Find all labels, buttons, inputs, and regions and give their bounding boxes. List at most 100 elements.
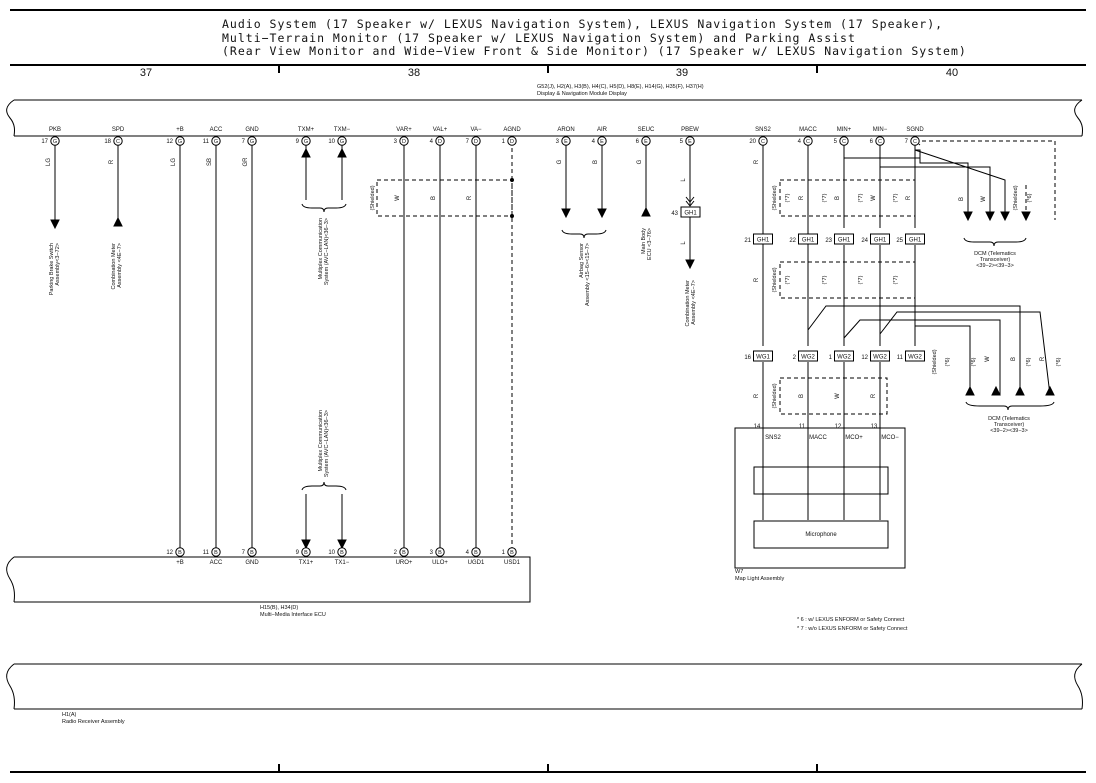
- display-pin-connector-letter: D: [438, 139, 442, 145]
- display-pin-connector-letter: E: [600, 139, 604, 145]
- mmi-pin-number: 11: [203, 550, 210, 556]
- junction-wg-label: WG2: [837, 355, 851, 361]
- junction-wg: [834, 350, 854, 362]
- mmi-pin-connector-letter: B: [250, 550, 254, 556]
- wire-color: W: [981, 196, 987, 202]
- display-pin-label: PKB: [49, 127, 61, 133]
- wire-color: W: [835, 393, 841, 399]
- map-light-pin-label: SNS2: [765, 435, 781, 441]
- display-pin-number: 7: [466, 139, 470, 145]
- column-number: 39: [676, 67, 688, 79]
- display-pin-connector-letter: C: [878, 139, 882, 145]
- junction-wg-label: WG2: [908, 355, 922, 361]
- display-pin-number: 9: [296, 139, 300, 145]
- mmi-pin-label: TX1−: [335, 560, 350, 566]
- mmi-pin-connector: [435, 547, 445, 557]
- junction-wg: [905, 350, 925, 362]
- wire-color: B: [593, 160, 599, 164]
- junction-gh1-label: GH1: [909, 238, 922, 244]
- dest-main-body: ECU <3−76>: [647, 228, 653, 260]
- display-pin-connector: [471, 136, 481, 146]
- footnote-6: * 6 : w/ LEXUS ENFORM or Safety Connect: [797, 617, 905, 623]
- map-light-pin-label: MCO+: [845, 435, 863, 441]
- dest-dcm-upper: DCM (Telematics: [974, 251, 1016, 257]
- column-number: 37: [140, 67, 152, 79]
- junction-wg: [798, 350, 818, 362]
- display-pin-connector: [641, 136, 651, 146]
- microphone-label: Microphone: [805, 532, 837, 538]
- dest-combination-meter-2: Assembly <4E−7>: [691, 280, 697, 325]
- wire-color: LG: [171, 158, 177, 166]
- display-pin-connector: [803, 136, 813, 146]
- wire-color: R: [1040, 356, 1046, 361]
- mmi-pin-connector-letter: B: [510, 550, 514, 556]
- wire-color: W: [985, 356, 991, 362]
- mmi-code: H15(B), H34(D): [260, 605, 298, 611]
- mmi-pin-connector: [301, 547, 311, 557]
- display-pin-number: 12: [166, 139, 173, 145]
- mmi-pin-connector: [175, 547, 185, 557]
- junction-wg-label: WG1: [756, 355, 770, 361]
- display-pin-label: VAR+: [396, 127, 412, 133]
- display-pin-label: SEUC: [638, 127, 655, 133]
- shielded-note: (Shielded): [772, 185, 778, 210]
- display-pin-connector: [507, 136, 517, 146]
- display-pin-connector: [50, 136, 60, 146]
- dest-multiplex-upper: Multiplex Communication: [318, 218, 324, 279]
- mmi-pin-label: TX1+: [299, 560, 314, 566]
- display-pin-number: 5: [680, 139, 684, 145]
- display-module-name: Display & Navigation Module Display: [537, 91, 627, 97]
- display-pin-number: 20: [749, 139, 756, 145]
- display-pin-connector: [435, 136, 445, 146]
- dest-combination-meter: Combination Meter: [111, 243, 117, 290]
- title-line-1: Audio System (17 Speaker w/ LEXUS Naviga…: [222, 17, 944, 31]
- dest-multiplex-upper: System (AVC−LAN)<36−3>: [324, 218, 330, 285]
- dest-dcm-lower: DCM (Telematics: [988, 416, 1030, 422]
- display-pin-label: MIN+: [837, 127, 852, 133]
- junction-number: 24: [861, 238, 868, 244]
- mmi-pin-number: 2: [394, 550, 398, 556]
- display-pin-number: 11: [203, 139, 210, 145]
- display-pin-connector-letter: G: [250, 139, 254, 145]
- display-pin-connector-letter: C: [761, 139, 765, 145]
- display-pin-label: VA−: [470, 127, 482, 133]
- map-light-pin-number: 14: [754, 424, 761, 430]
- mmi-pin-connector: [399, 547, 409, 557]
- wire-color: W: [871, 195, 877, 201]
- wire-color: B: [1011, 357, 1017, 361]
- display-pin-label: SGND: [906, 127, 924, 133]
- wire-color: B: [431, 196, 437, 200]
- mmi-pin-label: URO+: [396, 560, 413, 566]
- junction-gh1-pbew-label: GH1: [684, 211, 697, 217]
- display-pin-label: SPD: [112, 127, 125, 133]
- dest-dcm-lower: Transceiver): [994, 422, 1025, 428]
- display-pin-connector-letter: E: [688, 139, 692, 145]
- junction-number: 11: [897, 355, 904, 361]
- map-light-pin-number: 12: [835, 424, 842, 430]
- dest-combination-meter: Assembly <4E−7>: [117, 243, 123, 288]
- shielded-note: (Shielded): [370, 185, 376, 210]
- mmi-pin-number: 3: [430, 550, 434, 556]
- wire-color: L: [681, 241, 687, 245]
- mmi-pin-connector: [507, 547, 517, 557]
- display-pin-connector: [247, 136, 257, 146]
- star6-note: (*6): [1056, 357, 1062, 366]
- map-light-code: W7: [735, 569, 743, 575]
- wire-color: B: [959, 197, 965, 201]
- footnote-7: * 7 : w/o LEXUS ENFORM or Safety Connect: [797, 626, 908, 632]
- wire-color: SB: [207, 158, 213, 166]
- star7-note: (*7): [893, 275, 899, 284]
- display-pin-connector: [113, 136, 123, 146]
- display-pin-number: 7: [242, 139, 246, 145]
- display-pin-label: ARON: [557, 127, 574, 133]
- mmi-pin-connector: [211, 547, 221, 557]
- junction-wg-label: WG2: [873, 355, 887, 361]
- junction-number: 23: [825, 238, 832, 244]
- star7-note: (*7): [822, 193, 828, 202]
- junction-number: 43: [671, 211, 678, 217]
- junction-gh1: [834, 233, 854, 245]
- display-pin-label: SNS2: [755, 127, 771, 133]
- display-pin-connector: [758, 136, 768, 146]
- dest-multiplex-lower: Multiplex Communication: [318, 410, 324, 471]
- junction-wg-label: WG2: [801, 355, 815, 361]
